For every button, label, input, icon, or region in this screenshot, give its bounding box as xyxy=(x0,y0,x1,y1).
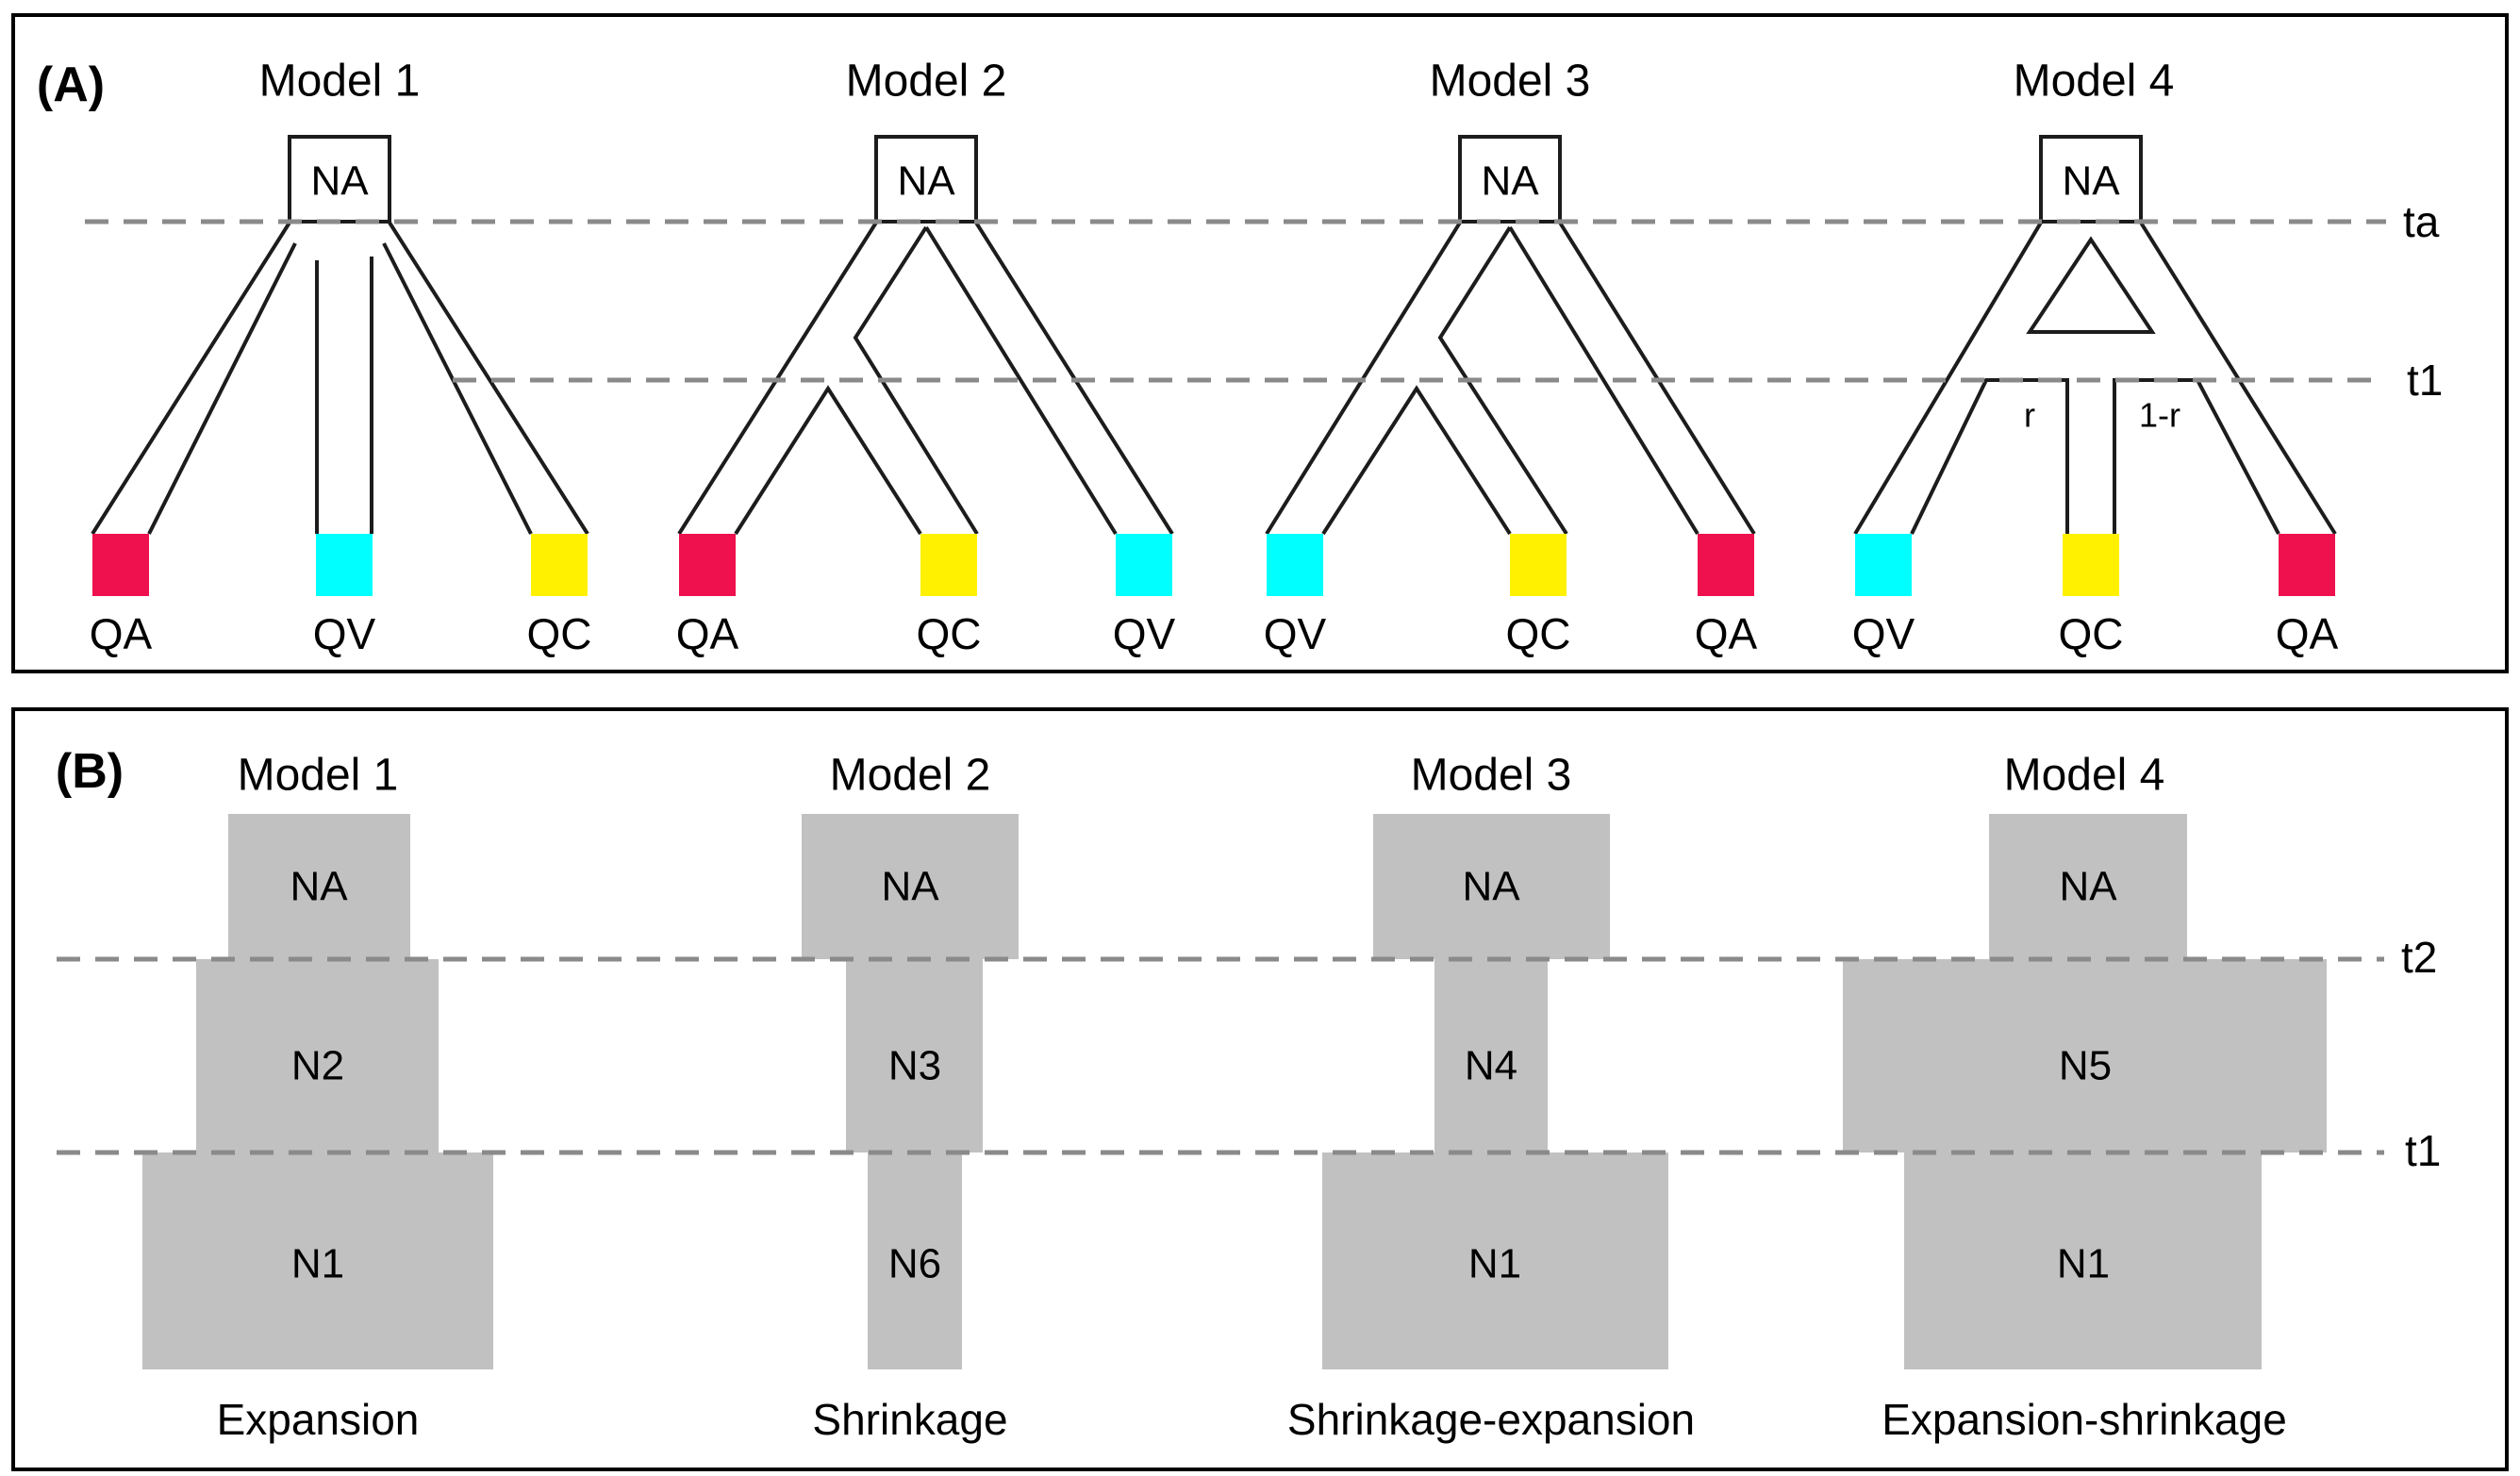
population-size-block-n3 xyxy=(846,959,983,1153)
hollow-triangle xyxy=(2026,236,2156,334)
block-label-n2: N2 xyxy=(291,1043,344,1089)
branch-line xyxy=(91,221,291,536)
branch-line xyxy=(147,242,297,535)
tip-label-qa: QA xyxy=(1695,609,1758,658)
population-size-block-na xyxy=(802,814,1019,959)
panel-a-model3-title: Model 3 xyxy=(1430,57,1591,107)
tip-label-qc: QC xyxy=(917,609,982,658)
tip-box-qv xyxy=(1116,534,1172,596)
population-size-block-n2 xyxy=(196,959,439,1153)
branch-line xyxy=(853,225,979,536)
block-label-n4: N4 xyxy=(1465,1043,1517,1089)
tip-box-qv xyxy=(316,534,373,596)
model2-caption: Shrinkage xyxy=(812,1395,1007,1444)
ancestral-population-label: NA xyxy=(897,158,955,205)
tip-box-qa xyxy=(1698,534,1754,596)
branch-line xyxy=(1508,225,1699,536)
ancestral-population-box xyxy=(1458,135,1562,224)
time-label-t1: t1 xyxy=(2407,356,2443,405)
block-label-na: NA xyxy=(290,864,348,910)
panel-b-model4-title: Model 4 xyxy=(2004,751,2165,801)
panel-b-model2-blocks: NA N3 N6 Shrinkage xyxy=(802,814,1019,1444)
tip-label-qv: QV xyxy=(313,609,376,658)
model3-caption: Shrinkage-expansion xyxy=(1287,1395,1695,1444)
block-label-n6: N6 xyxy=(888,1241,941,1287)
tip-box-qc xyxy=(531,534,588,596)
population-size-block-n5 xyxy=(1843,959,2327,1153)
tip-label-qc: QC xyxy=(2059,609,2124,658)
panel-a-model1-tree: NA QA QV QC xyxy=(90,135,592,658)
ancestral-population-label: NA xyxy=(310,158,369,205)
time-label-t2: t2 xyxy=(2401,933,2437,982)
branch-line xyxy=(388,221,589,536)
population-size-block-na xyxy=(1989,814,2187,959)
tip-box-qc xyxy=(920,534,977,596)
population-size-block-n1 xyxy=(1322,1153,1668,1369)
branch-line xyxy=(734,385,922,536)
panel-b-model3-blocks: NA N4 N1 Shrinkage-expansion xyxy=(1287,814,1695,1444)
branch-line xyxy=(1910,378,2069,535)
panel-b-model4-blocks: NA N5 N1 Expansion-shrinkage xyxy=(1843,814,2327,1444)
tip-box-qc xyxy=(1510,534,1567,596)
panel-a-model1-title: Model 1 xyxy=(259,57,421,107)
branch-line xyxy=(1853,221,2043,536)
branch-line xyxy=(924,225,1118,536)
tip-label-qa: QA xyxy=(676,609,739,658)
population-size-block-n6 xyxy=(868,1153,962,1369)
tip-label-qc: QC xyxy=(1506,609,1571,658)
tip-box-qa xyxy=(2279,534,2335,596)
block-label-n1: N1 xyxy=(2057,1241,2110,1287)
population-size-block-n1 xyxy=(1904,1153,2262,1369)
population-size-block-na xyxy=(1373,814,1610,959)
panel-a: (A) Model 1 Model 2 Model 3 Model 4 NA Q… xyxy=(11,13,2509,673)
block-label-n3: N3 xyxy=(888,1043,941,1089)
panel-b-model3-title: Model 3 xyxy=(1411,751,1572,801)
tip-label-qc: QC xyxy=(527,609,592,658)
ancestral-population-label: NA xyxy=(2062,158,2120,205)
tip-box-qv xyxy=(1855,534,1912,596)
block-label-n1: N1 xyxy=(1468,1241,1521,1287)
model1-caption: Expansion xyxy=(217,1395,420,1444)
panel-b-model1-blocks: NA N2 N1 Expansion xyxy=(142,814,493,1444)
tip-label-qv: QV xyxy=(1852,609,1915,658)
panel-a-model4-title: Model 4 xyxy=(2014,57,2175,107)
tip-label-qa: QA xyxy=(2276,609,2339,658)
panel-b-model1-title: Model 1 xyxy=(238,751,399,801)
ancestral-population-label: NA xyxy=(1481,158,1539,205)
tip-box-qa xyxy=(679,534,736,596)
ancestral-population-box xyxy=(2039,135,2143,224)
panel-a-tag: (A) xyxy=(37,58,105,112)
tip-label-qv: QV xyxy=(1264,609,1327,658)
population-size-block-n1 xyxy=(142,1153,493,1369)
panel-b-model2-title: Model 2 xyxy=(830,751,991,801)
branch-line xyxy=(382,242,533,535)
population-size-block-n4 xyxy=(1434,959,1548,1153)
block-label-na: NA xyxy=(2059,864,2117,910)
panel-a-model3-tree: NA QV QC QA xyxy=(1264,135,1758,658)
block-label-na: NA xyxy=(881,864,939,910)
model4-caption: Expansion-shrinkage xyxy=(1882,1395,2287,1444)
block-label-n5: N5 xyxy=(2059,1043,2112,1089)
panel-b: (B) Model 1 Model 2 Model 3 Model 4 NA N… xyxy=(11,707,2509,1471)
ancestral-population-box xyxy=(874,135,978,224)
panel-a-model2-title: Model 2 xyxy=(846,57,1007,107)
block-label-na: NA xyxy=(1462,864,1520,910)
admixture-proportion-1-r: 1-r xyxy=(2139,396,2180,435)
admixture-proportion-r: r xyxy=(2024,396,2035,435)
panel-a-model2-tree: NA QA QC QV xyxy=(676,135,1176,658)
tip-box-qa xyxy=(92,534,149,596)
tip-label-qv: QV xyxy=(1113,609,1176,658)
time-label-t1: t1 xyxy=(2405,1126,2441,1175)
tip-box-qc xyxy=(2063,534,2119,596)
panel-b-tag: (B) xyxy=(56,744,124,799)
panel-a-border xyxy=(11,13,2509,673)
branch-line xyxy=(1321,385,1512,536)
tip-box-qv xyxy=(1267,534,1323,596)
time-label-ta: ta xyxy=(2403,197,2440,246)
branch-line xyxy=(1437,225,1568,536)
tip-label-qa: QA xyxy=(90,609,153,658)
population-size-block-na xyxy=(228,814,410,959)
block-label-n1: N1 xyxy=(291,1241,344,1287)
